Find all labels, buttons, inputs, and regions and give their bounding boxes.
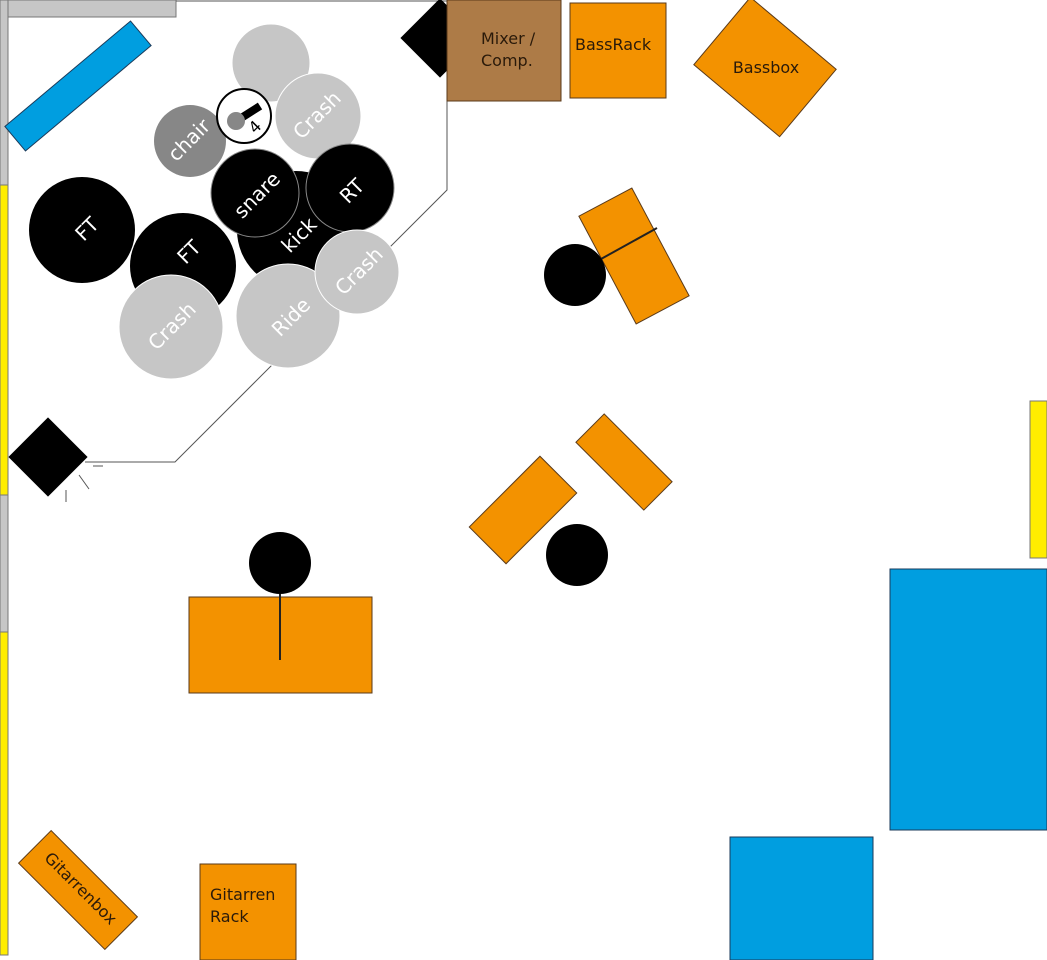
wall-top-grey	[0, 0, 177, 18]
blue-block-large[interactable]	[889, 568, 1047, 831]
wall-left-grey-2	[0, 494, 9, 633]
bass-rack-label: BassRack	[575, 35, 652, 54]
mixer-label-2: Comp.	[481, 51, 533, 70]
mixer[interactable]: Mixer / Comp.	[446, 0, 562, 102]
player-left[interactable]	[249, 532, 311, 594]
orange-stand-left[interactable]	[468, 455, 578, 565]
ride[interactable]: Ride	[235, 263, 341, 369]
bass-player	[544, 244, 606, 306]
guitar-box[interactable]: Gitarrenbox	[17, 829, 139, 951]
player-center[interactable]	[546, 524, 608, 586]
wall-right-yellow	[1029, 400, 1047, 559]
bass-box[interactable]: Bassbox	[693, 0, 837, 138]
drum-riser-outline	[85, 0, 448, 463]
orange-stand-right[interactable]	[575, 413, 673, 511]
blue-block-small[interactable]	[729, 836, 874, 960]
guitar-rack-label-1: Gitarren	[210, 885, 275, 904]
bass-box-label: Bassbox	[733, 58, 799, 77]
guitar-rack[interactable]: Gitarren Rack	[199, 863, 297, 960]
crash-left[interactable]: Crash	[118, 274, 224, 380]
snare[interactable]: snare	[210, 148, 300, 238]
rack-tom[interactable]: RT	[305, 143, 395, 233]
bass-rack[interactable]: BassRack	[569, 2, 667, 99]
monitor-left[interactable]	[8, 417, 103, 502]
mixer-label-1: Mixer /	[481, 29, 536, 48]
wall-left-grey	[0, 0, 9, 186]
floor-tom-1[interactable]: FT	[29, 177, 135, 283]
blue-bench[interactable]	[4, 20, 152, 152]
drum-mic[interactable]: 4	[216, 88, 272, 144]
chair[interactable]: chair	[154, 105, 226, 177]
crash-right[interactable]: Crash	[314, 229, 400, 315]
wall-left-yellow-2	[0, 631, 9, 956]
guitar-rack-label-2: Rack	[210, 907, 249, 926]
bass-player-position[interactable]	[544, 187, 690, 325]
crash-top[interactable]: Crash	[274, 72, 362, 160]
microphone-head-icon	[227, 112, 245, 130]
wall-left-yellow	[0, 184, 9, 496]
